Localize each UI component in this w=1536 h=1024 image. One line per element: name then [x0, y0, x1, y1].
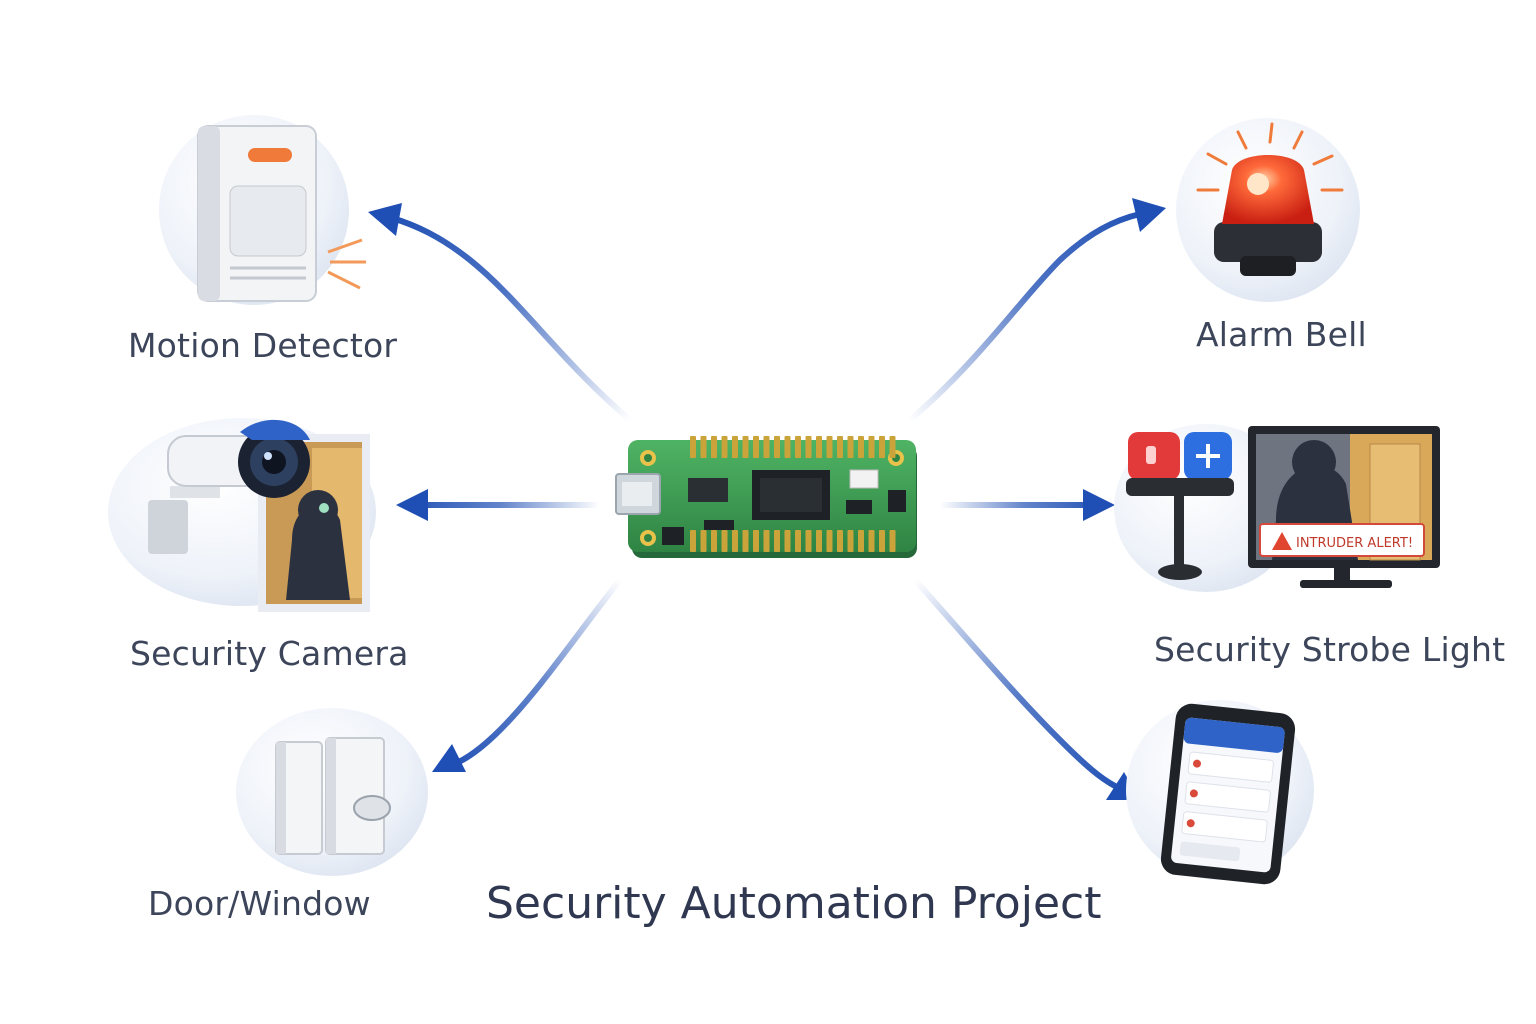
arrow-to-motion-detector	[389, 215, 633, 423]
header-pin	[868, 530, 875, 552]
intruder-alert-text: INTRUDER ALERT!	[1296, 536, 1413, 551]
header-pin	[732, 436, 738, 458]
header-pin	[889, 436, 896, 458]
header-pin	[721, 530, 728, 552]
arrowhead-door	[432, 744, 466, 772]
header-pin	[690, 530, 696, 552]
header-pin	[774, 530, 780, 552]
arrowhead-camera	[396, 489, 428, 521]
header-pin	[753, 436, 759, 458]
label-door-window: Door/Window	[148, 884, 371, 923]
header-pin	[889, 530, 896, 552]
header-pin	[690, 436, 696, 458]
header-pin	[868, 436, 875, 458]
header-pin	[837, 530, 843, 552]
arrowhead-alarm	[1132, 198, 1166, 232]
header-pin	[858, 530, 864, 552]
header-pin	[763, 436, 770, 458]
header-pin	[837, 436, 843, 458]
header-pin	[700, 436, 707, 458]
header-pin	[753, 530, 759, 552]
arrowhead-motion	[368, 203, 402, 236]
label-alarm-bell: Alarm Bell	[1196, 315, 1367, 354]
arrow-to-alarm-bell	[907, 211, 1143, 423]
header-pin	[816, 530, 822, 552]
alarm-beacon-icon	[1176, 118, 1360, 302]
header-pin	[742, 436, 749, 458]
strobe-light-monitor-icon: INTRUDER ALERT!	[1114, 424, 1440, 592]
header-pin	[721, 436, 728, 458]
header-pin	[879, 530, 885, 552]
door-window-sensor-icon	[236, 708, 428, 876]
header-pin	[784, 436, 791, 458]
header-pin	[774, 436, 780, 458]
microcontroller-board-icon	[615, 436, 917, 558]
header-pin	[711, 530, 717, 552]
header-pin	[847, 530, 854, 552]
header-pin	[805, 530, 812, 552]
header-pin	[795, 436, 801, 458]
header-pin	[742, 530, 749, 552]
header-pin	[816, 436, 822, 458]
header-pin	[711, 436, 717, 458]
page-title: Security Automation Project	[486, 878, 1102, 929]
phone-notification-icon	[1126, 700, 1314, 885]
header-pin	[826, 436, 833, 458]
header-pin	[700, 530, 707, 552]
header-pin	[847, 436, 854, 458]
label-motion-detector: Motion Detector	[128, 326, 398, 365]
security-camera-icon	[108, 418, 376, 612]
header-pin	[879, 436, 885, 458]
header-pin	[732, 530, 738, 552]
header-pin	[826, 530, 833, 552]
header-pin	[763, 530, 770, 552]
arrowhead-strobe	[1083, 489, 1115, 521]
motion-sensor-icon	[159, 115, 366, 305]
label-security-camera: Security Camera	[130, 634, 409, 673]
label-security-strobe-light: Security Strobe Light	[1154, 630, 1506, 669]
arrow-to-door-window	[449, 577, 623, 768]
arrow-to-phone	[912, 577, 1118, 789]
header-pin	[858, 436, 864, 458]
header-pin	[784, 530, 791, 552]
header-pin	[795, 530, 801, 552]
header-pin	[805, 436, 812, 458]
